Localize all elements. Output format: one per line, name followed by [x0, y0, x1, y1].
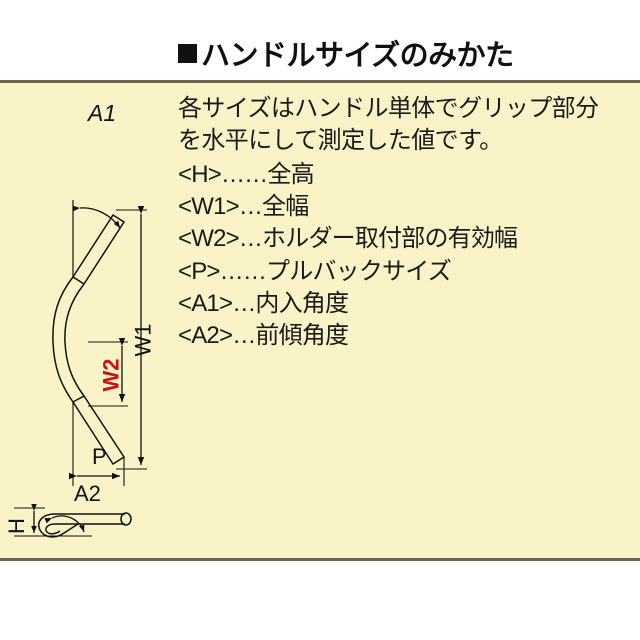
center-curve-inner: [64, 283, 85, 397]
definition-desc-w2: ホルダー取付部の有効幅: [262, 225, 518, 253]
info-panel: [0, 80, 640, 561]
upper-grip-tube: [71, 213, 126, 286]
definition-term-w2: <W2>: [178, 225, 240, 253]
dimension-label-a2: A2: [74, 481, 101, 506]
definition-dots-h: ……: [220, 160, 268, 188]
a1-arc: [72, 205, 121, 229]
page-title-text: ハンドルサイズのみかた: [201, 40, 514, 72]
definition-dots-w2: …: [238, 225, 263, 253]
definition-dots-w1: …: [238, 193, 263, 221]
handlebar-diagram: A1 W1 W2 P A2 H: [0, 80, 180, 561]
definition-desc-a1: 内入角度: [255, 289, 349, 317]
definition-desc-h: 全高: [267, 160, 314, 188]
definition-term-a1: <A1>: [178, 289, 233, 317]
a2-arc: [44, 515, 85, 533]
text-column: ハンドルサイズのみかた 各サイズはハンドル単体でグリップ部分 を水平にして測定し…: [178, 32, 628, 352]
page-title: ハンドルサイズのみかた: [178, 32, 628, 74]
dimension-label-a1: A1: [88, 100, 117, 126]
black-square-icon: [178, 43, 197, 63]
dimension-label-w2: W2: [98, 358, 124, 392]
side-bar-hook-inner: [45, 523, 61, 535]
lead-line-1: 各サイズはハンドル単体でグリップ部分: [178, 95, 599, 122]
definition-row-a2: <A2>…前傾角度: [178, 320, 628, 352]
definition-row-w1: <W1>…全幅: [178, 191, 628, 223]
definition-list: <H>……全高 <W1>…全幅 <W2>…ホルダー取付部の有効幅 <P>……プル…: [178, 159, 628, 353]
definition-dots-a1: …: [232, 289, 256, 317]
lead-paragraph: 各サイズはハンドル単体でグリップ部分 を水平にして測定した値です。: [178, 93, 628, 157]
definition-term-p: <P>: [178, 257, 220, 285]
dimension-label-h: H: [3, 518, 29, 534]
side-bar-hook-outer: [38, 513, 79, 538]
dimension-label-w1: W1: [130, 323, 156, 357]
definition-dots-a2: …: [232, 322, 256, 350]
definition-row-w2: <W2>…ホルダー取付部の有効幅: [178, 223, 628, 255]
definition-row-p: <P>……プルバックサイズ: [178, 256, 628, 288]
definition-desc-a2: 前傾角度: [255, 322, 349, 350]
definition-row-a1: <A1>…内入角度: [178, 288, 628, 320]
center-curve-outer: [52, 276, 74, 403]
definition-desc-p: プルバックサイズ: [266, 257, 452, 285]
lead-line-2: を水平にして測定した値です。: [178, 126, 503, 154]
definition-dots-p: ……: [219, 257, 267, 285]
definition-term-h: <H>: [178, 160, 222, 188]
side-bar-end-cap: [120, 512, 132, 526]
definition-term-a2: <A2>: [178, 322, 233, 350]
dimension-label-p: P: [92, 444, 107, 469]
definition-term-w1: <W1>: [178, 193, 240, 221]
handlebar-drawing-svg: [14, 200, 147, 538]
definition-desc-w1: 全幅: [262, 193, 309, 221]
definition-row-h: <H>……全高: [178, 159, 628, 191]
